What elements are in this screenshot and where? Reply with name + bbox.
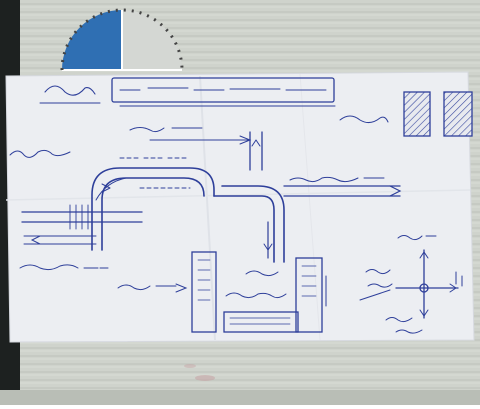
paper-sheet [5, 71, 475, 343]
handwritten-sketch [9, 77, 473, 334]
dial-object [60, 8, 184, 71]
